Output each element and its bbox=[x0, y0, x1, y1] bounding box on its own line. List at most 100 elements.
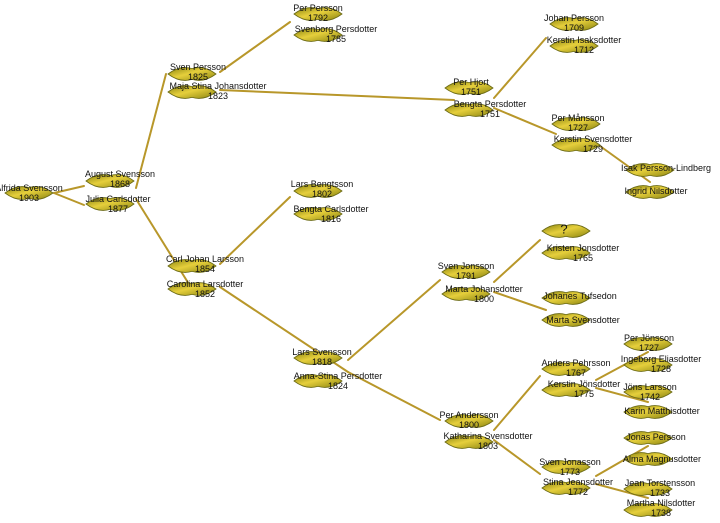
leaf-per_j bbox=[623, 337, 673, 351]
person-marta-s[interactable]: Marta Svensdotter bbox=[546, 315, 620, 325]
tree-branches bbox=[53, 21, 651, 499]
leaf-isak bbox=[625, 163, 675, 177]
leaf-svenborg bbox=[293, 28, 343, 42]
person-jonas[interactable]: Jonas Persson bbox=[626, 432, 686, 442]
branch-line-10 bbox=[493, 107, 557, 135]
leaf-kristen bbox=[541, 246, 591, 260]
leaf-kerstin_j bbox=[541, 383, 591, 397]
leaf-kerstin_i bbox=[549, 39, 599, 53]
leaf-august bbox=[85, 174, 135, 188]
branch-line-1 bbox=[53, 192, 85, 206]
leaf-sven_p bbox=[167, 67, 217, 81]
leaf-sven_j bbox=[441, 265, 491, 279]
leaf-karin bbox=[623, 405, 673, 419]
branch-line-2 bbox=[135, 73, 167, 189]
person-unknown[interactable]: ? bbox=[560, 221, 568, 237]
leaf-ingeborg bbox=[623, 358, 673, 372]
leaf-lars_b bbox=[293, 184, 343, 198]
leaf-anna bbox=[293, 374, 343, 388]
branch-line-13 bbox=[493, 239, 541, 283]
branch-line-5 bbox=[219, 89, 455, 101]
leaf-stina bbox=[541, 481, 591, 495]
leaf-per_m bbox=[551, 117, 601, 131]
leaf-marta_s bbox=[541, 313, 591, 327]
leaf-per_hjort bbox=[444, 81, 494, 95]
leaf-sven_jon bbox=[541, 460, 591, 474]
branch-line-14 bbox=[493, 291, 547, 311]
leaf-jons bbox=[623, 385, 673, 399]
branch-line-9 bbox=[493, 37, 547, 99]
leaf-jean bbox=[623, 482, 673, 496]
branch-line-12 bbox=[347, 279, 441, 361]
branch-line-0 bbox=[53, 185, 85, 194]
person-ingrid[interactable]: Ingrid Nilsdotter bbox=[624, 186, 688, 196]
leaf-johanes bbox=[541, 291, 591, 305]
leaf-martha bbox=[623, 503, 673, 517]
leaf-unknown bbox=[541, 224, 591, 238]
branch-line-19 bbox=[595, 445, 649, 477]
leaf-lars_s bbox=[293, 351, 343, 365]
tree-leaves bbox=[4, 7, 675, 517]
person-isak[interactable]: Isak Persson-Lindberg bbox=[620, 163, 712, 173]
leaf-bengta_p bbox=[444, 103, 494, 117]
branch-line-6 bbox=[219, 196, 291, 265]
leaf-per_persson bbox=[293, 7, 343, 21]
person-alma[interactable]: Alma Magnusdotter bbox=[622, 454, 702, 464]
leaf-alma bbox=[623, 452, 673, 466]
person-karin[interactable]: Karin Matthisdotter bbox=[624, 406, 700, 416]
leaf-ingrid bbox=[625, 185, 675, 199]
leaf-per_a bbox=[444, 414, 494, 428]
person-johanes[interactable]: Johanes Tufsedon bbox=[543, 291, 617, 301]
branch-line-18 bbox=[595, 387, 649, 403]
leaf-anders bbox=[541, 362, 591, 376]
leaf-jonas bbox=[623, 431, 673, 445]
leaf-alfrida bbox=[4, 186, 54, 200]
leaf-julia bbox=[85, 197, 135, 211]
branch-line-16 bbox=[493, 439, 541, 475]
branch-line-4 bbox=[219, 21, 291, 73]
branch-line-3 bbox=[135, 198, 193, 290]
leaf-marta_j bbox=[441, 287, 491, 301]
leaf-johan_p bbox=[549, 17, 599, 31]
leaf-katharina bbox=[444, 435, 494, 449]
leaf-carolina bbox=[167, 282, 217, 296]
leaf-maja bbox=[167, 85, 217, 99]
leaf-kerstin_s bbox=[551, 138, 601, 152]
leaf-carl bbox=[167, 259, 217, 273]
branch-line-17 bbox=[595, 351, 649, 381]
